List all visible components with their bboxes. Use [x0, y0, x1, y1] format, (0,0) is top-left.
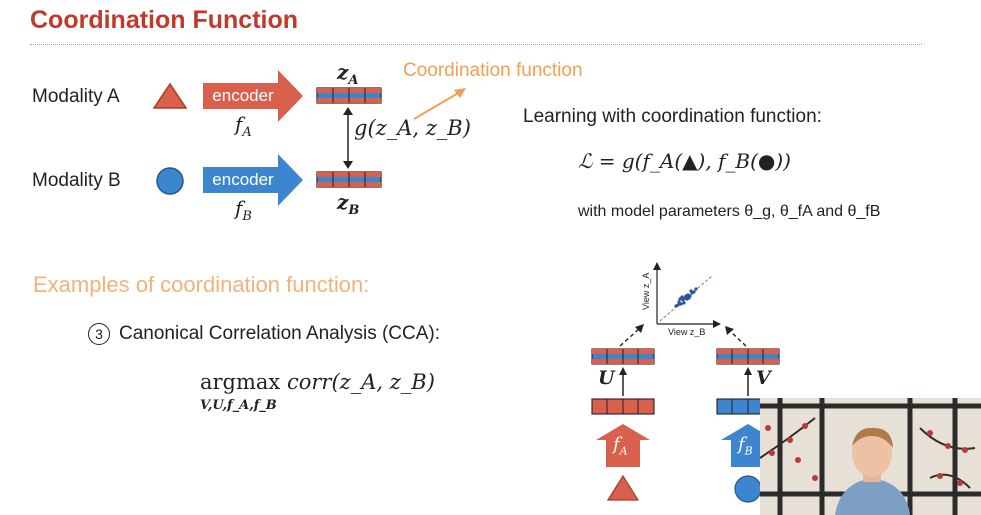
f-b-label: fB	[235, 196, 252, 224]
presenter-video-frame	[760, 398, 981, 515]
examples-heading: Examples of coordination function:	[33, 272, 370, 297]
argmax-word: argmax	[200, 370, 281, 394]
coordination-double-arrow	[343, 107, 353, 169]
cca-item: 3 Canonical Correlation Analysis (CCA):	[88, 323, 440, 345]
model-parameters-text: with model parameters θ_g, θ_fA and θ_fB	[578, 203, 881, 220]
learning-heading: Learning with coordination function:	[523, 106, 822, 127]
slide-title: Coordination Function	[30, 6, 299, 34]
triangle-shape-icon	[152, 82, 188, 109]
f-a-box-label: fA	[613, 434, 628, 458]
view-za-label: View z_A	[641, 273, 651, 310]
f-b-box-label: fB	[738, 434, 753, 458]
encoder-b-label: encoder	[212, 170, 274, 189]
coordination-pointer-arrow	[413, 88, 466, 120]
encoder-a-label: encoder	[212, 86, 274, 105]
loss-formula: ℒ = g(f_A(▲), f_B(●))	[578, 149, 791, 173]
argmax-subscript: V,U,f_A,f_B	[200, 398, 277, 413]
z-b-vector	[316, 171, 382, 188]
modality-b-label: Modality B	[32, 170, 121, 191]
presenter-video	[760, 398, 981, 515]
z-b-label: zB	[337, 190, 360, 218]
f-a-label: fA	[235, 112, 252, 140]
circle-shape-icon	[156, 167, 184, 195]
modality-a-label: Modality A	[32, 86, 120, 107]
u-matrix-label: U	[598, 367, 615, 389]
cca-title: Canonical Correlation Analysis (CCA):	[119, 323, 441, 344]
z-a-label: zA	[337, 60, 359, 88]
coordination-function-label: Coordination function	[403, 60, 583, 81]
view-zb-label: View z_B	[668, 327, 705, 337]
corr-expression: corr(z_A, z_B)	[286, 370, 435, 394]
title-divider	[30, 44, 922, 45]
g-formula: g(z_A, z_B)	[354, 116, 471, 140]
z-a-vector	[316, 87, 382, 104]
encoder-b-arrow	[203, 154, 303, 206]
argmax-expression: argmax corr(z_A, z_B)	[200, 370, 435, 394]
v-matrix-label: V	[756, 367, 771, 389]
item-number-badge: 3	[88, 323, 110, 345]
encoder-a-arrow	[203, 70, 303, 122]
